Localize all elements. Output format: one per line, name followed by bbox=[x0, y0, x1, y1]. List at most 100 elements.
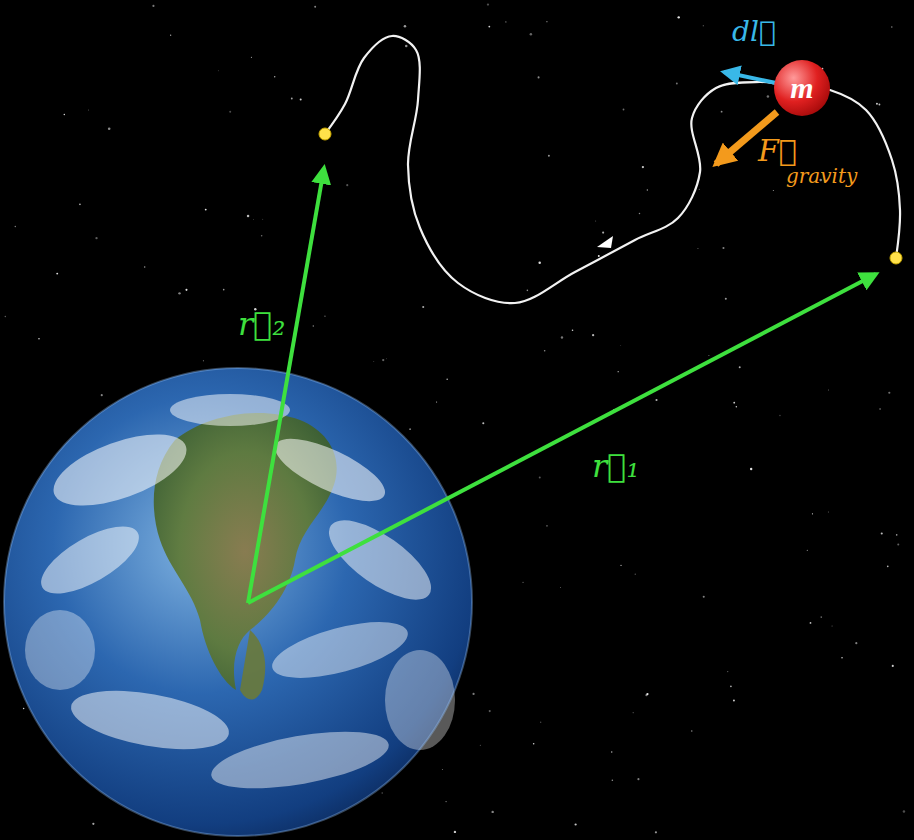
star bbox=[38, 338, 40, 340]
star bbox=[876, 103, 878, 105]
star bbox=[261, 235, 263, 237]
star bbox=[739, 366, 741, 368]
star bbox=[251, 57, 252, 58]
star bbox=[827, 389, 829, 391]
star bbox=[575, 823, 577, 825]
path-direction-arrowhead bbox=[597, 236, 613, 248]
star bbox=[203, 360, 204, 361]
star bbox=[15, 226, 16, 227]
star bbox=[454, 831, 456, 833]
star bbox=[561, 336, 563, 338]
star bbox=[676, 83, 678, 85]
star bbox=[262, 218, 264, 220]
star bbox=[101, 394, 103, 396]
star bbox=[539, 477, 541, 479]
star bbox=[185, 289, 187, 291]
star bbox=[612, 779, 614, 781]
star bbox=[79, 204, 81, 206]
star bbox=[533, 743, 535, 745]
star bbox=[620, 565, 621, 566]
star bbox=[324, 316, 325, 317]
star bbox=[642, 166, 644, 168]
star bbox=[382, 359, 384, 361]
star bbox=[881, 533, 883, 535]
star bbox=[635, 574, 636, 575]
star bbox=[530, 33, 532, 35]
star bbox=[903, 810, 905, 812]
star bbox=[708, 354, 710, 356]
star bbox=[560, 587, 562, 589]
star bbox=[736, 406, 738, 408]
star bbox=[170, 35, 171, 36]
star bbox=[827, 511, 829, 513]
star bbox=[274, 76, 275, 77]
start-point bbox=[890, 252, 902, 264]
star bbox=[733, 699, 735, 701]
earth bbox=[4, 368, 472, 836]
mass-label: m bbox=[790, 73, 813, 103]
star bbox=[386, 358, 388, 360]
star bbox=[205, 209, 207, 211]
star bbox=[620, 345, 622, 347]
trajectory-path bbox=[325, 36, 900, 303]
force-label: F⃗ bbox=[758, 132, 797, 170]
star bbox=[482, 422, 484, 424]
star bbox=[23, 708, 25, 710]
star bbox=[841, 657, 842, 658]
star bbox=[548, 155, 550, 157]
star bbox=[178, 292, 180, 294]
star bbox=[522, 581, 524, 583]
star bbox=[446, 378, 448, 380]
star bbox=[445, 801, 446, 802]
star bbox=[108, 128, 111, 131]
star bbox=[639, 213, 640, 214]
star bbox=[699, 189, 700, 190]
star bbox=[767, 95, 769, 97]
mass-ball: m bbox=[774, 60, 830, 116]
star bbox=[527, 290, 529, 292]
star bbox=[229, 111, 231, 113]
star bbox=[655, 831, 657, 833]
star bbox=[678, 16, 680, 18]
star bbox=[56, 273, 58, 275]
star bbox=[441, 769, 443, 771]
star bbox=[831, 625, 833, 627]
star bbox=[152, 5, 154, 7]
star bbox=[489, 710, 491, 712]
star bbox=[896, 534, 898, 536]
star bbox=[820, 616, 822, 618]
star bbox=[810, 622, 812, 624]
star bbox=[544, 350, 546, 352]
star bbox=[488, 26, 490, 28]
star bbox=[878, 104, 880, 106]
star bbox=[491, 811, 493, 813]
star bbox=[727, 671, 728, 672]
star bbox=[655, 399, 657, 401]
star bbox=[487, 3, 489, 5]
star bbox=[404, 25, 407, 28]
star bbox=[572, 329, 574, 331]
displacement-label: dl⃗ bbox=[732, 14, 776, 49]
star bbox=[722, 247, 724, 249]
star bbox=[730, 686, 732, 688]
star bbox=[855, 642, 857, 644]
star bbox=[697, 248, 698, 249]
position-label: r⃗₂ bbox=[238, 304, 285, 344]
star bbox=[897, 543, 899, 545]
star bbox=[422, 306, 424, 308]
star bbox=[703, 25, 704, 26]
star bbox=[480, 745, 481, 746]
star bbox=[721, 111, 723, 113]
star bbox=[144, 266, 145, 267]
star bbox=[735, 158, 737, 160]
star bbox=[472, 693, 474, 695]
star bbox=[252, 218, 254, 220]
star bbox=[436, 402, 437, 403]
star bbox=[300, 98, 302, 100]
star bbox=[623, 109, 625, 111]
star bbox=[891, 26, 893, 28]
star bbox=[807, 550, 808, 551]
star bbox=[95, 237, 97, 239]
